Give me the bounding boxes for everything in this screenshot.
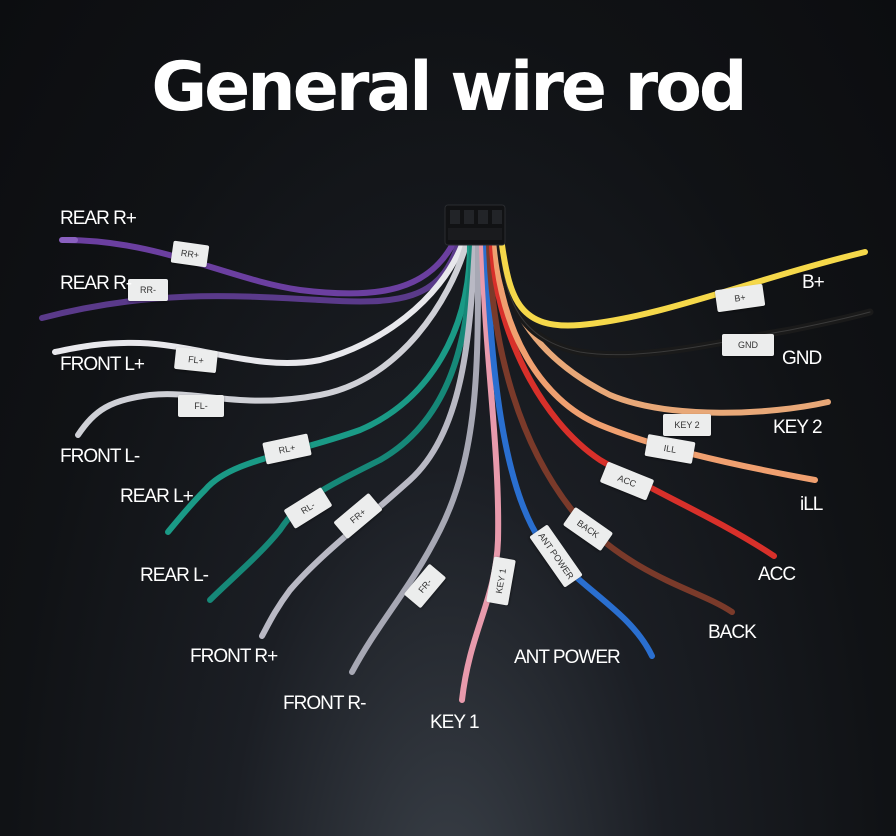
wire-rear-r-plus: [62, 237, 458, 297]
wire-key1: [459, 242, 502, 703]
label-front-r-minus: FRONT R-: [283, 693, 366, 714]
wire-harness-connector-icon: [444, 204, 506, 246]
wire-back: [486, 242, 735, 615]
wire-front-r-minus: [349, 242, 482, 675]
label-ant-power: ANT POWER: [514, 647, 621, 668]
wire-front-l-minus: [75, 242, 469, 438]
label-back: BACK: [708, 622, 757, 643]
wire-rear-r-minus: [39, 242, 461, 321]
wire-acc: [489, 242, 777, 559]
label-rear-l-minus: REAR L-: [140, 565, 209, 586]
wire-tag-rear-r-minus: RR-: [128, 279, 168, 301]
wire-gnd: [496, 241, 874, 359]
label-key2: KEY 2: [773, 417, 823, 438]
wire-front-r-plus: [259, 242, 478, 639]
wire-rear-l-minus: [207, 242, 475, 603]
label-key1: KEY 1: [430, 712, 480, 733]
label-front-l-plus: FRONT L+: [60, 354, 145, 375]
wire-front-l-plus: [52, 242, 465, 366]
wire-rear-l-plus: [165, 242, 473, 535]
label-rear-r-minus: REAR R-: [60, 273, 132, 294]
wire-ant-power: [483, 242, 655, 659]
label-b-plus: B+: [802, 272, 825, 293]
label-rear-r-plus: REAR R+: [60, 208, 137, 229]
label-rear-l-plus: REAR L+: [120, 486, 194, 507]
label-gnd: GND: [782, 348, 822, 369]
label-front-r-plus: FRONT R+: [190, 646, 278, 667]
page-title: General wire rod: [151, 48, 747, 127]
wire-tag-gnd: GND: [722, 334, 774, 356]
wire-tag-front-l-plus: FL+: [173, 346, 219, 374]
wire-b-plus: [499, 242, 868, 329]
label-ill: iLL: [800, 494, 823, 515]
wire-tag-front-l-minus: FL-: [178, 395, 224, 417]
wire-tag-key2: KEY 2: [663, 414, 711, 436]
wire-ill: [492, 242, 818, 483]
label-acc: ACC: [758, 564, 796, 585]
label-front-l-minus: FRONT L-: [60, 446, 140, 467]
